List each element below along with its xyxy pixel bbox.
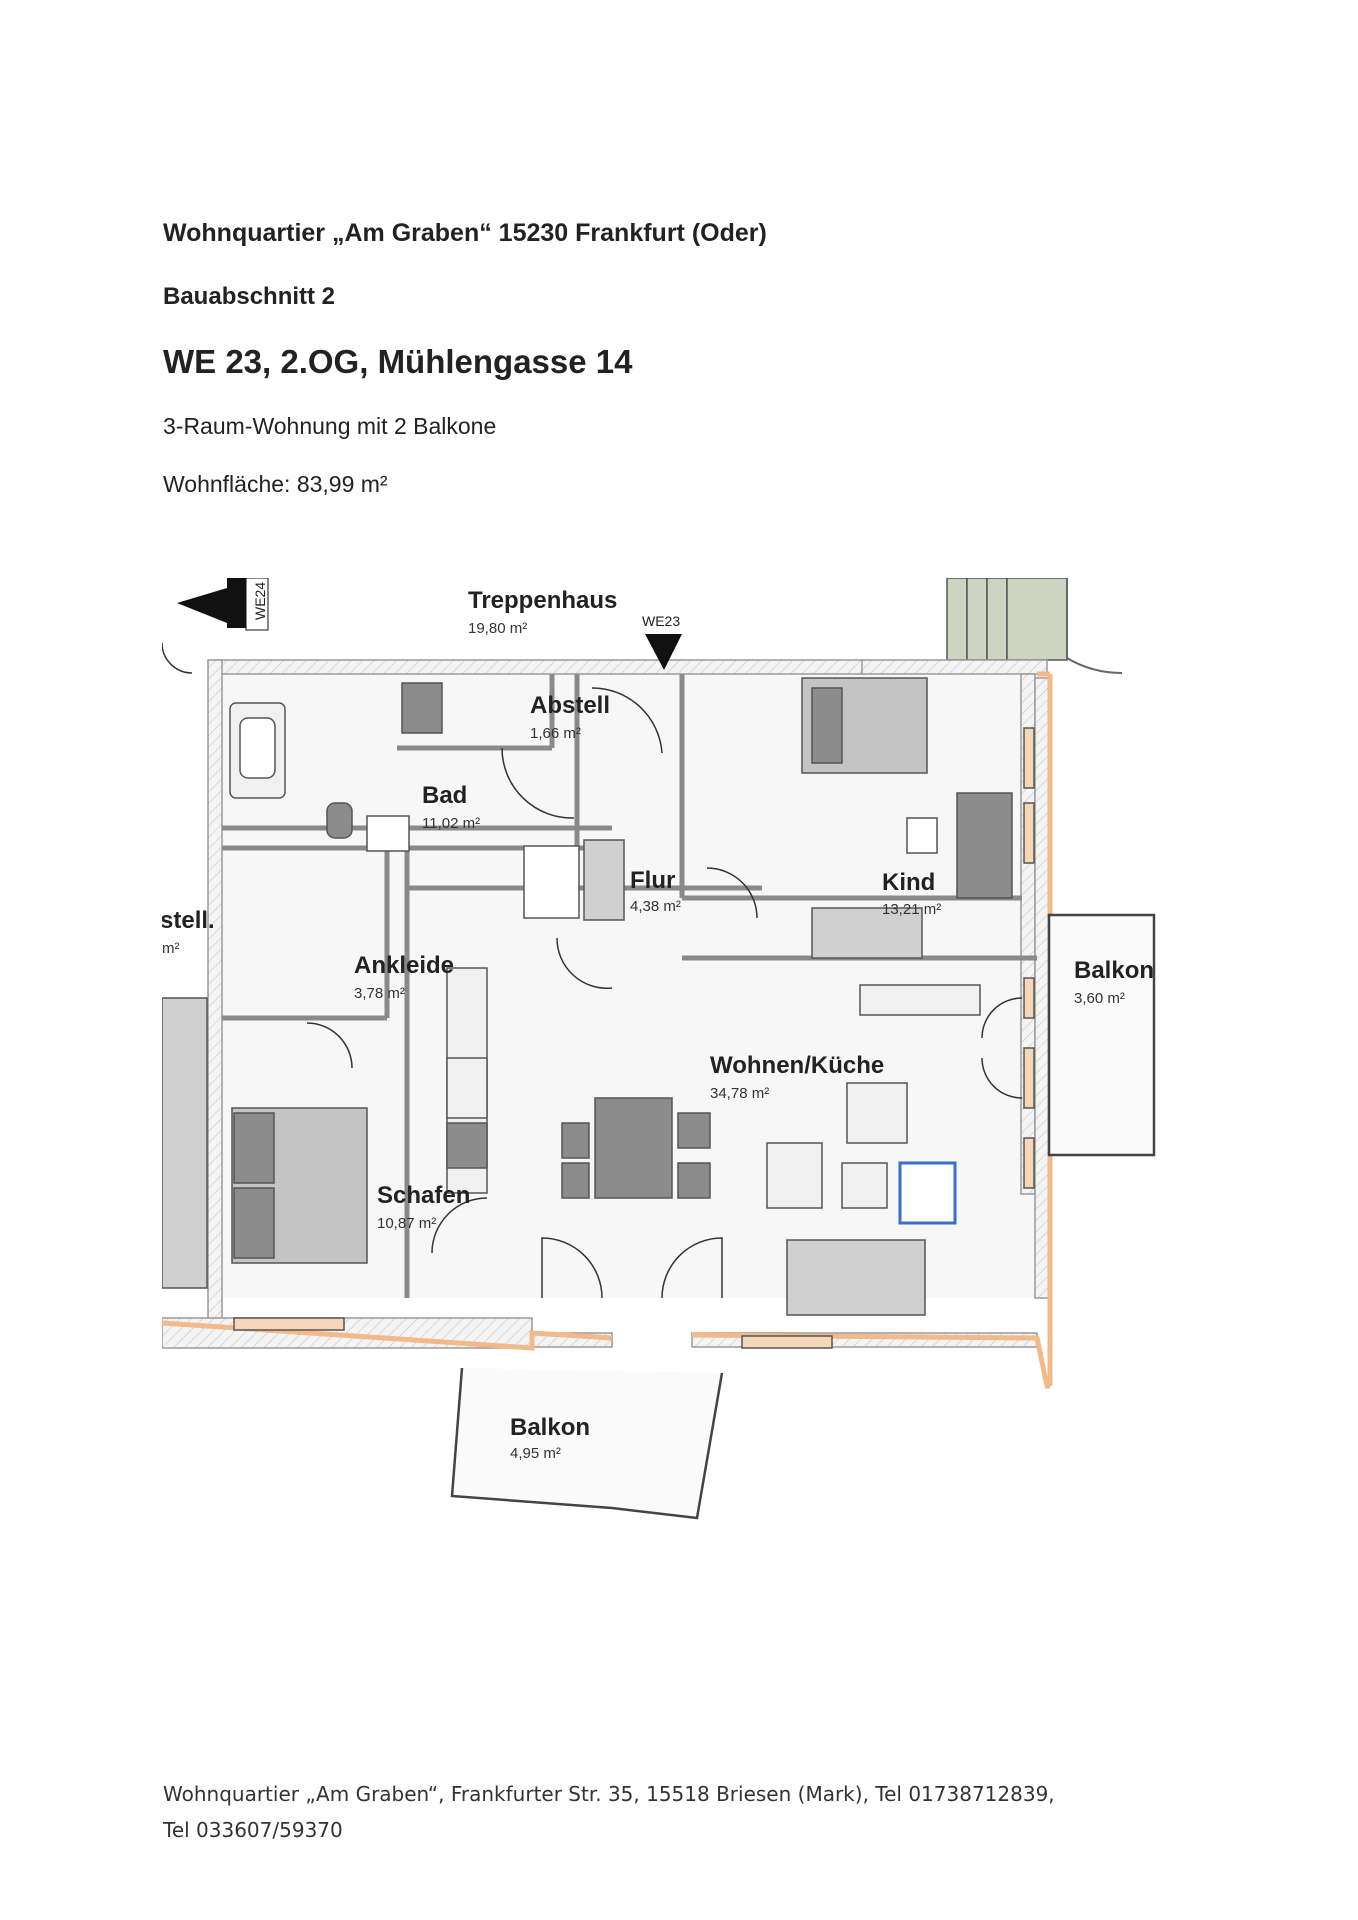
furniture xyxy=(162,677,1013,1316)
inner-walls xyxy=(222,674,1037,1298)
flur-name: Flur xyxy=(630,867,675,894)
abstell-area: 1,66 m² xyxy=(530,725,581,742)
flur-area: 4,38 m² xyxy=(630,898,681,915)
balcony-east xyxy=(1047,913,1156,1157)
armchair-blue xyxy=(898,1161,957,1225)
flur-cabinet xyxy=(583,839,625,921)
bad-name: Bad xyxy=(422,782,467,809)
construction-phase: Bauabschnitt 2 xyxy=(163,283,336,310)
shower xyxy=(523,845,580,919)
armchair-1 xyxy=(846,1082,908,1144)
room-labels: Treppenhaus 19,80 m² Abstell 1,66 m² Bad… xyxy=(162,587,1154,1462)
armchair-2 xyxy=(766,1142,823,1209)
unit-heading: WE 23, 2.OG, Mühlengasse 14 xyxy=(163,343,633,380)
balkon-south-name: Balkon xyxy=(510,1414,590,1441)
kind-area: 13,21 m² xyxy=(882,901,941,918)
living-area: Wohnfläche: 83,99 m² xyxy=(163,471,388,497)
bad-cabinet xyxy=(401,682,443,734)
we23-label: WE23 xyxy=(642,613,680,629)
coffee-table xyxy=(841,1162,888,1209)
treppenhaus-area: 19,80 m² xyxy=(468,620,527,637)
unit-markers: WE24 WE23 xyxy=(177,578,682,670)
we23-arrow-icon xyxy=(645,634,682,670)
dining-table xyxy=(594,1097,673,1199)
project-title: Wohnquartier „Am Graben“ 15230 Frankfurt… xyxy=(163,219,767,247)
kind-name: Kind xyxy=(882,869,935,896)
kind-wardrobe xyxy=(811,907,923,959)
kind-chair xyxy=(906,817,938,854)
wohnen-area: 34,78 m² xyxy=(710,1085,769,1102)
schlafen-name: Schafen xyxy=(377,1182,470,1209)
toilet xyxy=(326,802,353,839)
sofa xyxy=(786,1239,926,1316)
schlafen-area: 10,87 m² xyxy=(377,1215,436,1232)
sink xyxy=(366,815,410,852)
we24-arrow-icon xyxy=(177,588,227,623)
tv-board xyxy=(859,984,981,1016)
bad-area: 11,02 m² xyxy=(422,815,480,832)
windows xyxy=(233,727,1035,1349)
wohnen-name: Wohnen/Küche xyxy=(710,1052,884,1079)
stair-wall xyxy=(1066,578,1123,674)
footer-address: Wohnquartier „Am Graben“, Frankfurter St… xyxy=(163,1782,1055,1806)
stair-treads xyxy=(946,578,1068,661)
floor-plan: WE24 WE23 Treppenhaus 19,80 m² Abstell 1… xyxy=(162,578,1156,1520)
treppenhaus-name: Treppenhaus xyxy=(468,587,617,614)
footer-phone: Tel 033607/59370 xyxy=(163,1818,343,1842)
balkon-south-area: 4,95 m² xyxy=(510,1445,561,1462)
ankleide-area: 3,78 m² xyxy=(354,985,405,1002)
apartment-type: 3-Raum-Wohnung mit 2 Balkone xyxy=(163,413,497,439)
kind-desk xyxy=(956,792,1013,899)
wardrobe-left xyxy=(162,997,208,1289)
balkon-east-name: Balkon xyxy=(1074,957,1154,984)
balkon-east-area: 3,60 m² xyxy=(1074,990,1125,1007)
we24-label: WE24 xyxy=(252,582,268,620)
neighbor-room-name: stell. xyxy=(162,907,215,934)
ankleide-name: Ankleide xyxy=(354,952,454,979)
neighbor-room-area: m² xyxy=(162,940,180,957)
balcony-south xyxy=(450,1367,724,1520)
abstell-name: Abstell xyxy=(530,692,610,719)
door-swings xyxy=(162,642,1023,1299)
